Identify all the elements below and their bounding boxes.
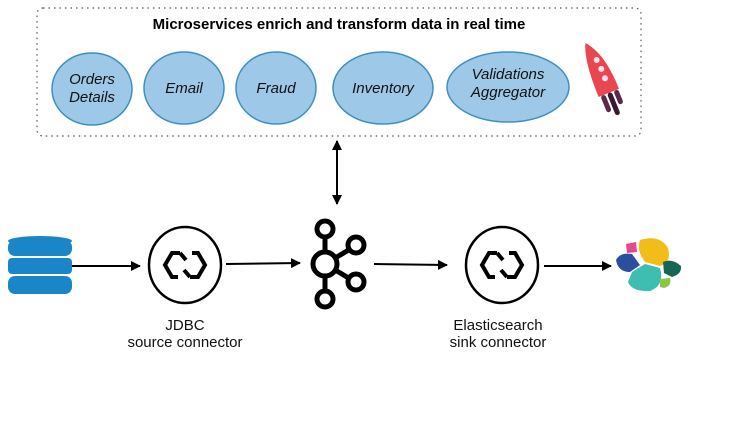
microservices-group: Microservices enrich and transform data …: [36, 7, 642, 137]
flow-arrow: [373, 259, 448, 270]
service-validations-aggregator: Validations Aggregator: [446, 51, 570, 123]
sink-connector-label: Elasticsearch: [453, 317, 542, 334]
flow-arrow: [225, 258, 301, 269]
service-inventory: Inventory: [332, 51, 434, 125]
service-email: Email: [143, 51, 225, 125]
service-fraud: Fraud: [235, 51, 317, 125]
connector-icon: [147, 225, 223, 305]
service-label: Validations: [472, 66, 545, 83]
group-title: Microservices enrich and transform data …: [153, 16, 526, 33]
connector-icon: [464, 225, 540, 305]
service-label: Aggregator: [470, 84, 546, 101]
service-label: Email: [165, 80, 203, 97]
sink-connector-label: sink connector: [450, 334, 547, 351]
kafka-icon: [310, 218, 367, 310]
service-label: Fraud: [256, 80, 296, 97]
service-label: Details: [69, 89, 115, 106]
database-icon: [8, 236, 72, 294]
service-label: Orders: [69, 71, 115, 88]
elasticsearch-icon: [616, 238, 682, 292]
service-label: Inventory: [352, 80, 415, 97]
source-connector-label: source connector: [127, 334, 242, 351]
source-connector-label: JDBC: [165, 317, 204, 334]
service-orders-details: Orders Details: [51, 52, 133, 126]
rocket-icon: [585, 43, 623, 116]
